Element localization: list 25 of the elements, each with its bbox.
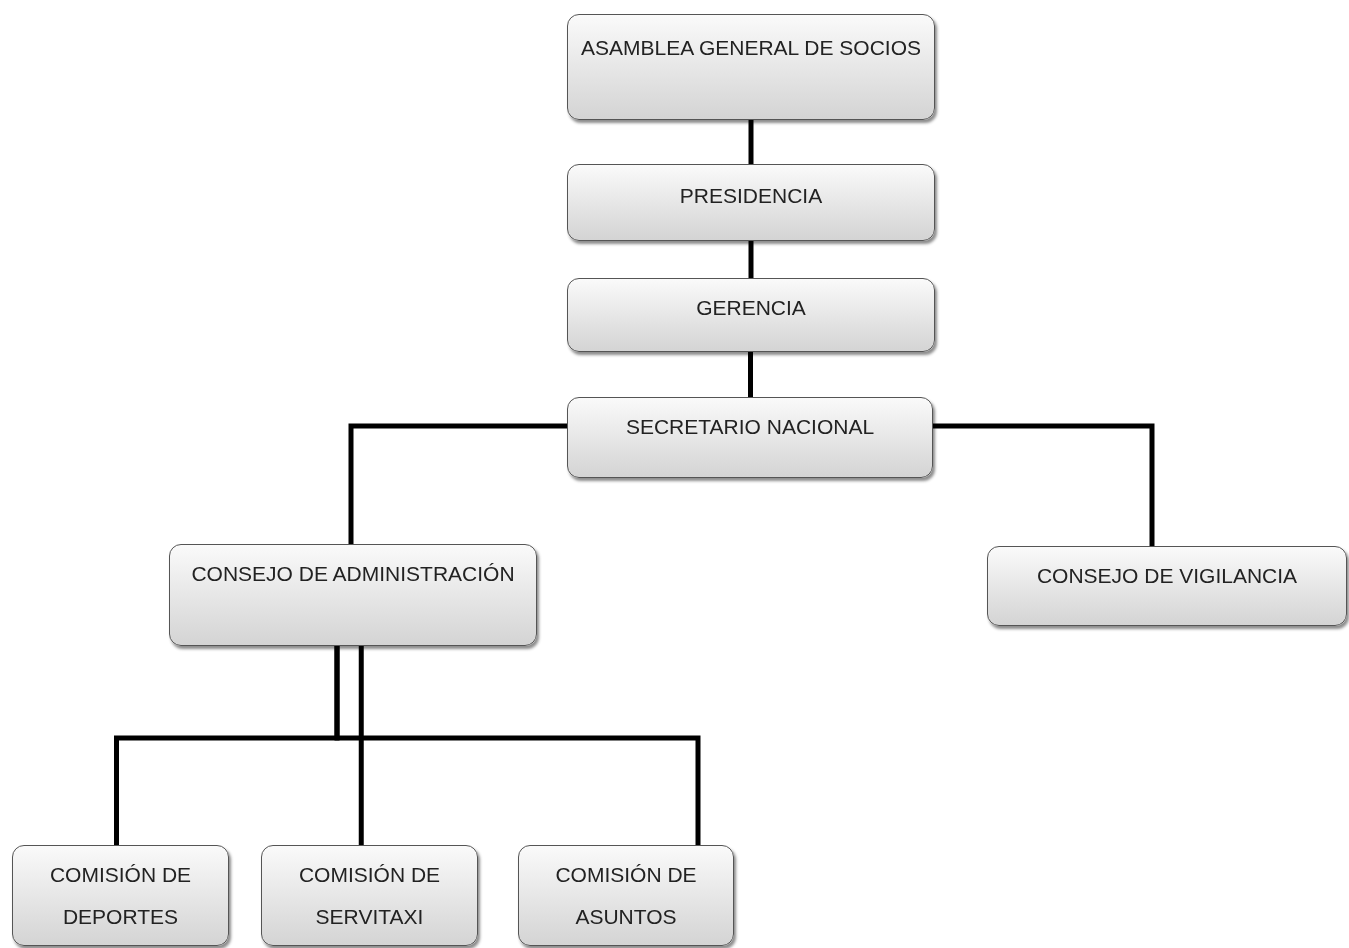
unit-title: CONSEJO DE VIGILANCIA <box>1036 563 1298 589</box>
unit-title: CONSEJO DE ADMINISTRACIÓN <box>191 561 515 587</box>
connector-line <box>748 241 754 278</box>
unit-title: COMISIÓN DE DEPORTES <box>48 862 193 930</box>
unit-title: COMISIÓN DE ASUNTOS <box>554 862 698 930</box>
unit-title: ASAMBLEA GENERAL DE SOCIOS <box>581 35 921 61</box>
connector-line <box>748 120 754 164</box>
connector-line <box>933 423 1155 546</box>
unit-title: PRESIDENCIA <box>679 183 823 209</box>
org-unit-box <box>567 397 933 478</box>
connector-line <box>358 646 364 845</box>
org-unit-box <box>987 546 1347 626</box>
org-unit-box <box>567 164 935 241</box>
org-unit-box <box>12 845 229 946</box>
unit-title: COMISIÓN DE SERVITAXI <box>297 862 442 930</box>
org-unit-box <box>518 845 734 946</box>
org-unit-box <box>567 14 935 120</box>
connector-line <box>348 423 567 544</box>
org-unit-box <box>567 278 935 352</box>
org-unit-box <box>169 544 537 646</box>
connector-line <box>334 646 701 845</box>
org-unit-box <box>261 845 478 946</box>
unit-title: GERENCIA <box>696 295 806 321</box>
unit-title: SECRETARIO NACIONAL <box>625 414 875 440</box>
connector-line <box>748 352 753 397</box>
